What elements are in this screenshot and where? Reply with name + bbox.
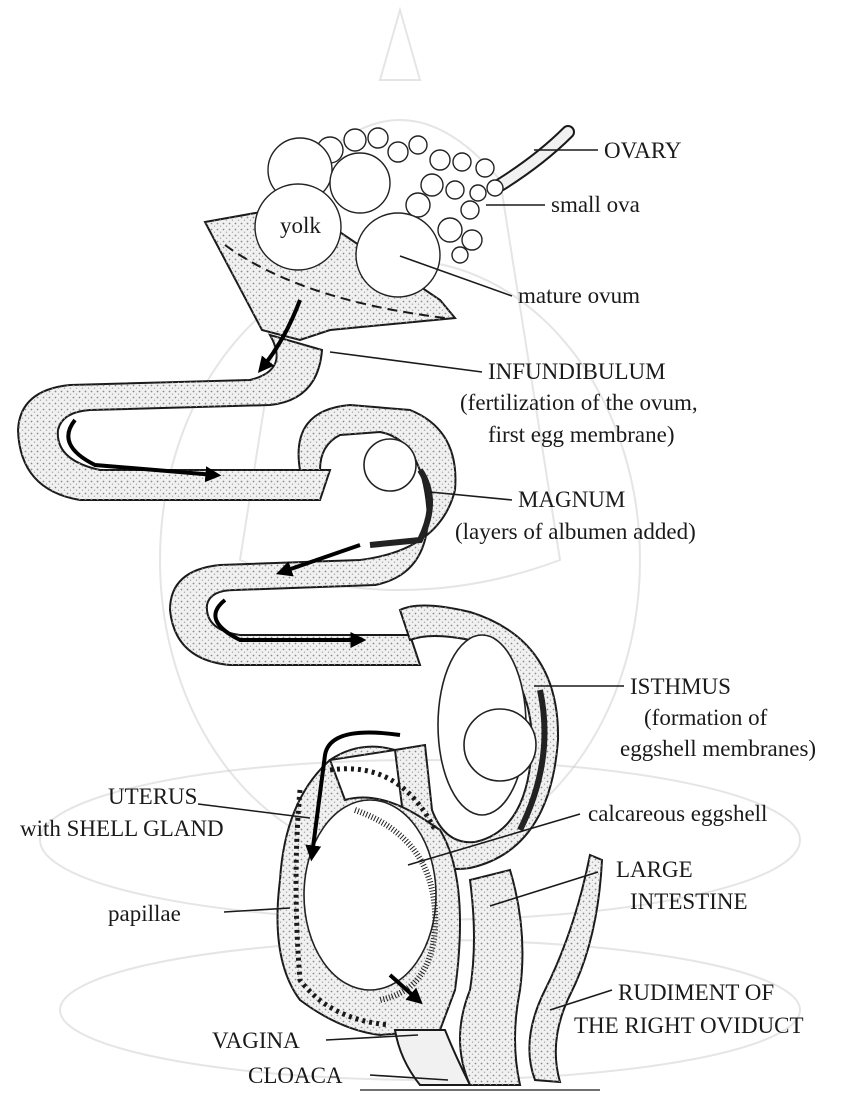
label-magnum-note: (layers of albumen added) xyxy=(455,519,696,544)
label-isthmus: ISTHMUS xyxy=(630,674,731,699)
label-vagina: VAGINA xyxy=(212,1028,300,1053)
label-ovary: OVARY xyxy=(604,138,682,163)
label-calcareous-eggshell: calcareous eggshell xyxy=(588,801,767,826)
label-mature-ovum: mature ovum xyxy=(518,283,640,308)
label-large-intestine-1: LARGE xyxy=(616,857,693,882)
label-uterus: UTERUS xyxy=(108,784,197,809)
label-uterus-note: with SHELL GLAND xyxy=(20,816,224,841)
label-isthmus-note-1: (formation of xyxy=(644,705,768,730)
label-infundibulum-note-2: first egg membrane) xyxy=(488,422,674,447)
label-isthmus-note-2: eggshell membranes) xyxy=(620,736,816,761)
mature-ovum xyxy=(356,213,440,297)
label-cloaca: CLOACA xyxy=(248,1063,343,1088)
label-rudiment-2: THE RIGHT OVIDUCT xyxy=(574,1013,804,1038)
label-large-intestine-2: INTESTINE xyxy=(630,889,748,914)
label-magnum: MAGNUM xyxy=(518,487,625,512)
label-papillae: papillae xyxy=(108,901,181,926)
egg-in-uterus xyxy=(304,800,436,990)
label-rudiment-1: RUDIMENT OF xyxy=(618,980,774,1005)
label-infundibulum: INFUNDIBULUM xyxy=(488,359,666,384)
label-infundibulum-note-1: (fertilization of the ovum, xyxy=(460,390,698,415)
label-small-ova: small ova xyxy=(551,192,640,217)
ovum-in-magnum xyxy=(364,439,416,491)
label-yolk: yolk xyxy=(280,213,321,238)
